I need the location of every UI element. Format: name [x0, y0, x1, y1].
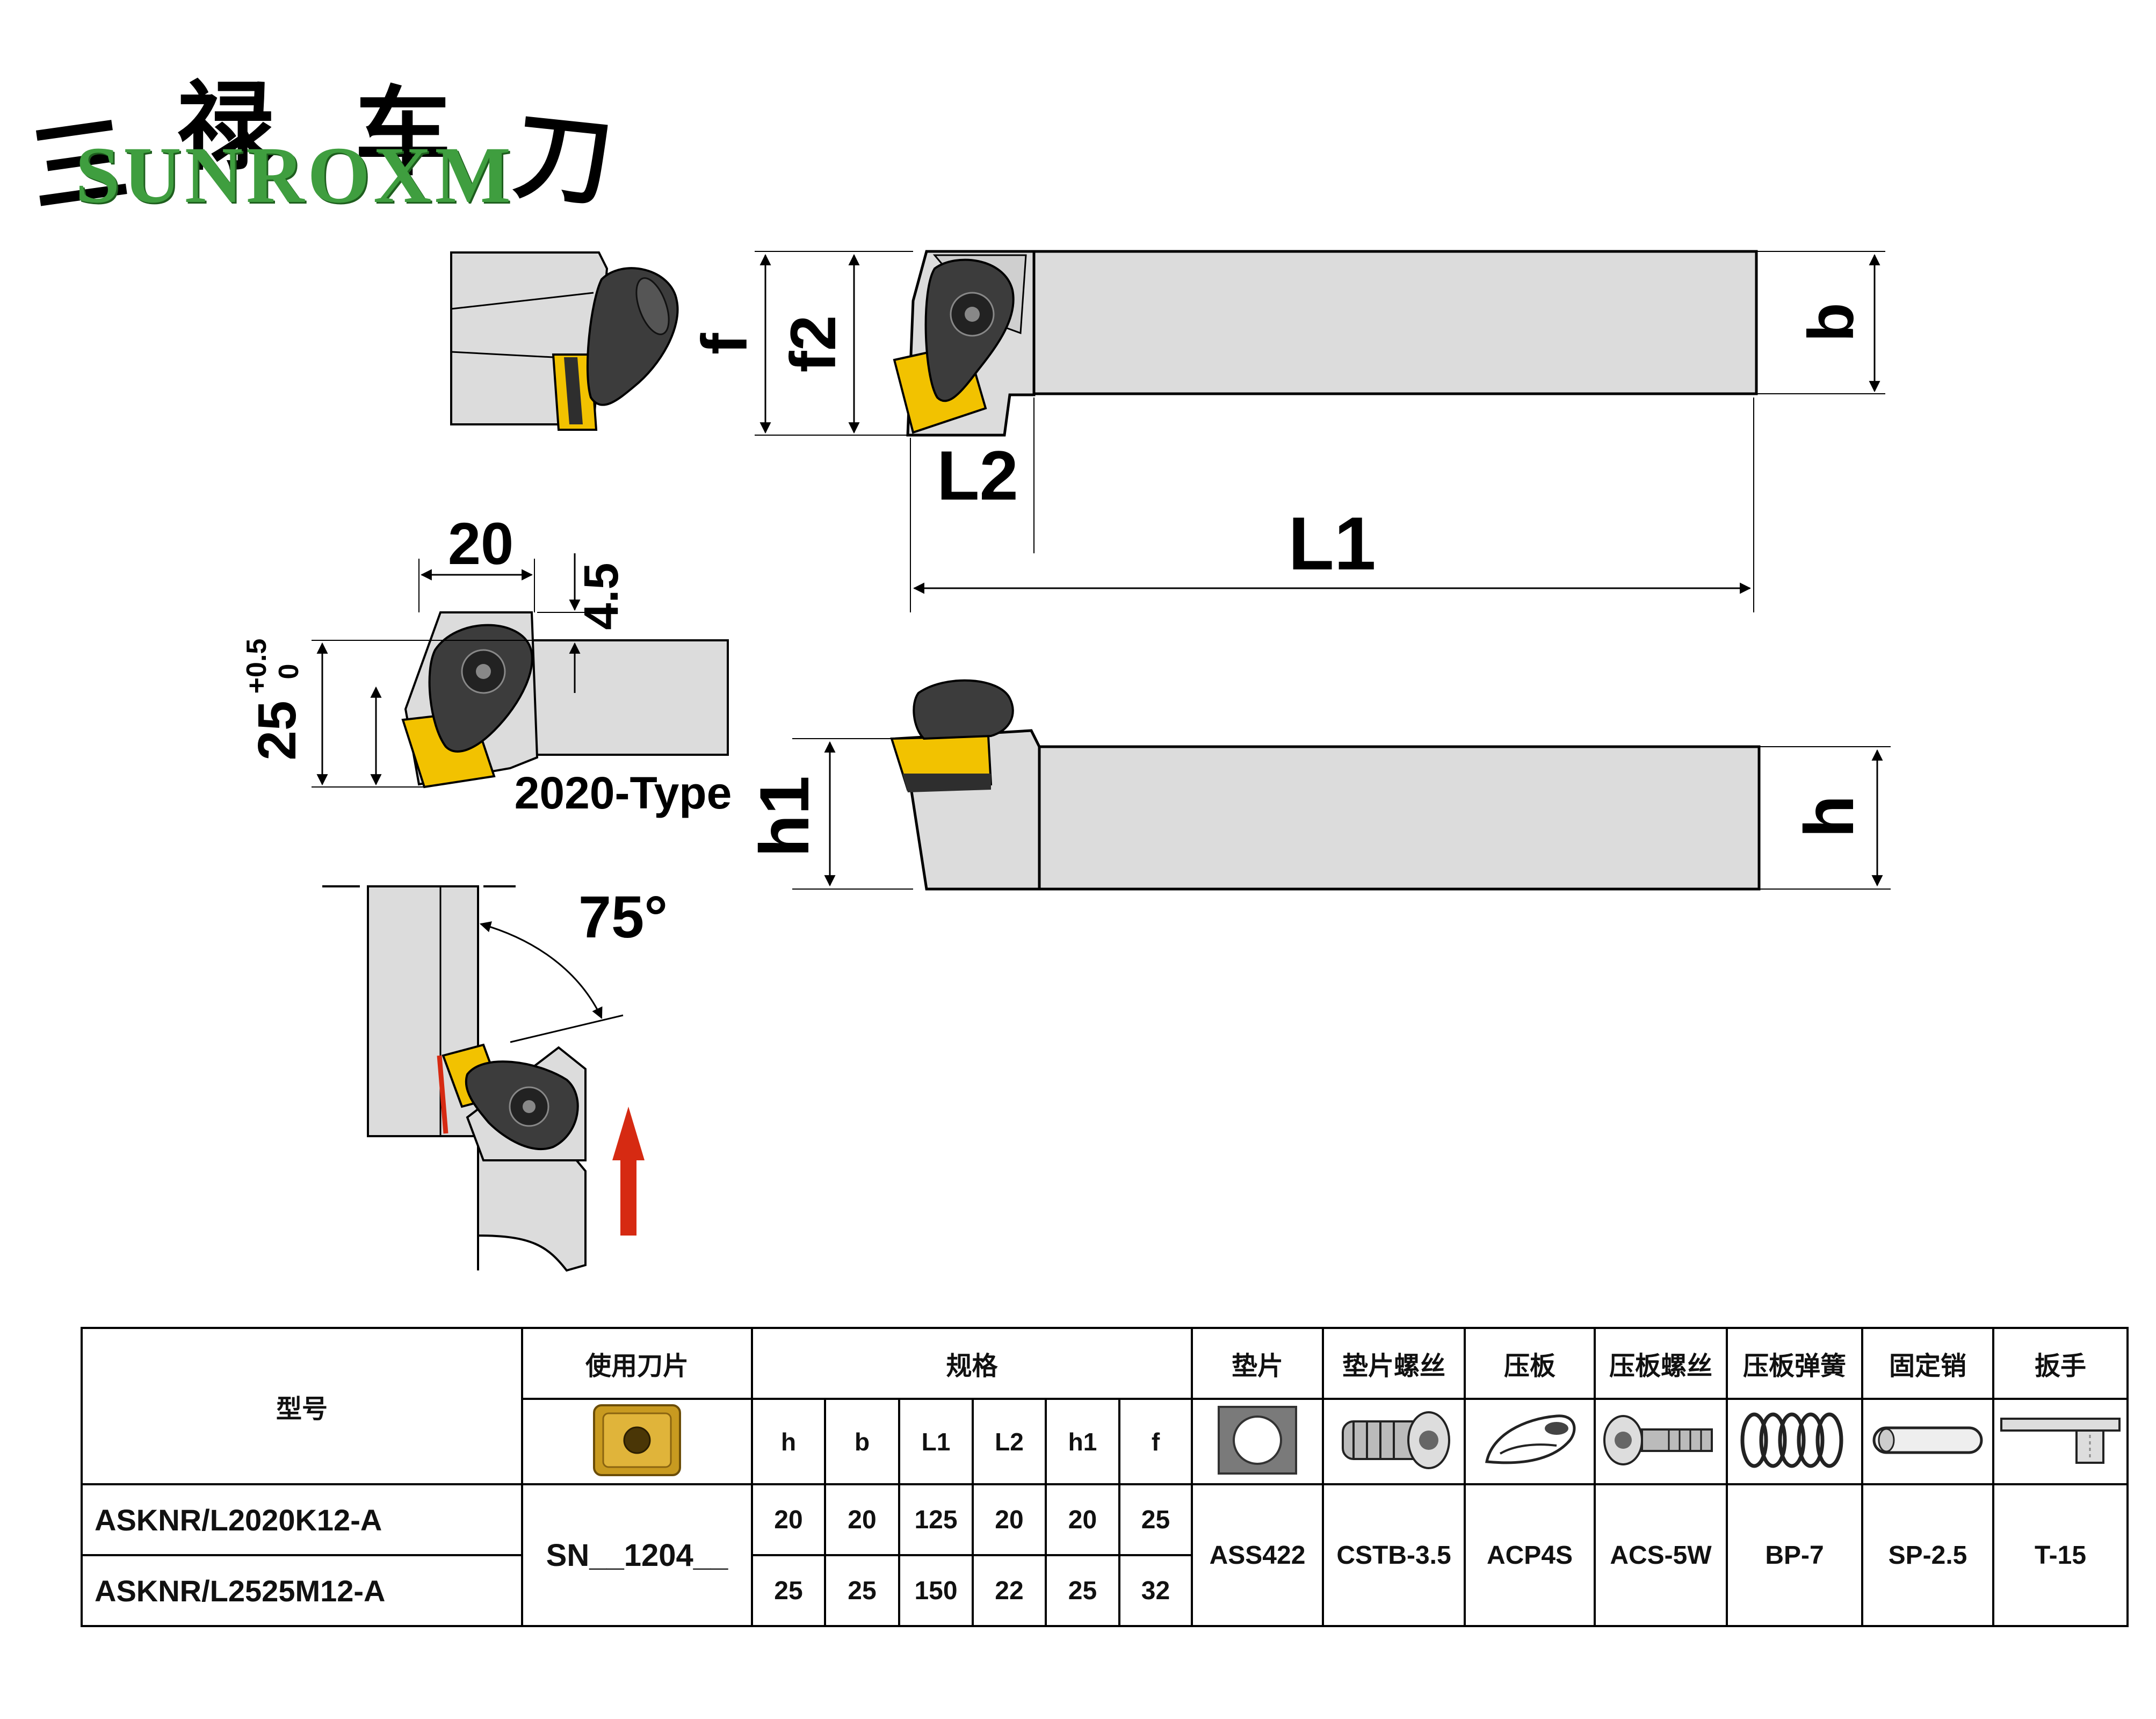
model-cell: ASKNR/L2020K12-A	[81, 1483, 523, 1556]
tool-diagram: f f2 b L2 L1 20 4.5 25	[241, 250, 1891, 1272]
dim-label-h: h	[1790, 795, 1868, 837]
dim-label-25: 25	[247, 700, 307, 760]
spec-col-b: b	[824, 1398, 900, 1485]
clamp-spring-image-cell	[1726, 1398, 1863, 1485]
table-row: ASKNR/L2020K12-A SN__1204__ 20 20 125 20…	[81, 1483, 2129, 1627]
spec-col-h1: h1	[1045, 1398, 1120, 1485]
working-view	[322, 885, 645, 1272]
value-b: 25	[824, 1554, 900, 1627]
dim-label-20: 20	[448, 511, 513, 577]
dim-label-h1: h1	[745, 776, 823, 857]
dim-label-b: b	[1795, 302, 1867, 342]
view-2020-type	[312, 553, 729, 789]
spec-col-f: f	[1118, 1398, 1193, 1485]
brand-logo-text: SUNROXM	[75, 131, 514, 220]
dim-tolerance-lower: 0	[273, 664, 305, 680]
shim-screw-icon	[1342, 1411, 1450, 1469]
brand-cn-name: 三 禄 车 刀	[21, 48, 617, 227]
angle-label: 75°	[578, 884, 668, 950]
dims-top-view	[755, 251, 1885, 612]
dim-label-L1: L1	[1288, 501, 1376, 586]
header-clamp-screw: 压板螺丝	[1594, 1327, 1728, 1400]
brand-char-3: 车	[354, 76, 452, 189]
wrench-icon	[2000, 1418, 2121, 1464]
value-f: 25	[1118, 1483, 1193, 1556]
top-main-view	[893, 250, 1758, 437]
header-shim-screw: 垫片螺丝	[1322, 1327, 1466, 1400]
value-L2: 22	[972, 1554, 1047, 1627]
value-h: 25	[751, 1554, 826, 1627]
pin-image-cell	[1861, 1398, 1994, 1485]
header-pin: 固定销	[1861, 1327, 1994, 1400]
dim-label-4-5: 4.5	[575, 562, 628, 630]
spec-col-L2: L2	[972, 1398, 1047, 1485]
brand-char-2: 禄	[177, 70, 274, 184]
clamp-screw-icon	[1603, 1415, 1713, 1465]
header-spec: 规格	[751, 1327, 1193, 1400]
value-h1: 25	[1045, 1554, 1120, 1627]
dim-label-f2: f2	[777, 315, 849, 373]
header-model: 型号	[81, 1327, 523, 1485]
header-wrench: 扳手	[1992, 1327, 2129, 1400]
dim-label-L2: L2	[937, 436, 1018, 515]
spec-col-h: h	[751, 1398, 826, 1485]
spec-col-L1: L1	[898, 1398, 974, 1485]
header-insert: 使用刀片	[521, 1327, 753, 1400]
insert-image-cell	[521, 1398, 753, 1485]
shim-code-cell: ASS422	[1191, 1483, 1324, 1627]
clamp-icon	[1485, 1414, 1576, 1464]
dim-label-f: f	[689, 333, 761, 355]
wrench-image-cell	[1992, 1398, 2129, 1485]
value-h1: 20	[1045, 1483, 1120, 1556]
insert-code-cell: SN__1204__	[521, 1483, 753, 1627]
clamp-image-cell	[1464, 1398, 1596, 1485]
wrench-code-cell: T-15	[1992, 1483, 2129, 1627]
clamp-spring-code-cell: BP-7	[1726, 1483, 1863, 1627]
clamp-screw-image-cell	[1594, 1398, 1728, 1485]
shim-screw-image-cell	[1322, 1398, 1466, 1485]
dim-tolerance-upper: +0.5	[241, 639, 272, 694]
value-f: 32	[1118, 1554, 1193, 1627]
shim-screw-code-cell: CSTB-3.5	[1322, 1483, 1466, 1627]
head-view-top	[450, 251, 679, 431]
value-b: 20	[824, 1483, 900, 1556]
pin-icon	[1872, 1426, 1983, 1454]
header-clamp-spring: 压板弹簧	[1726, 1327, 1863, 1400]
clamp-screw-code-cell: ACS-5W	[1594, 1483, 1728, 1627]
side-view	[792, 679, 1891, 891]
clamp-code-cell: ACP4S	[1464, 1483, 1596, 1627]
spec-table: 型号 使用刀片 规格 垫片 垫片螺丝 压板 压板螺丝 压板弹簧 固定销 扳手 h…	[81, 1327, 2129, 1627]
clamp-spring-icon	[1740, 1412, 1843, 1468]
type-label: 2020-Type	[515, 768, 732, 818]
header-clamp: 压板	[1464, 1327, 1596, 1400]
insert-icon	[593, 1404, 681, 1476]
model-cell: ASKNR/L2525M12-A	[81, 1554, 523, 1627]
pin-code-cell: SP-2.5	[1861, 1483, 1994, 1627]
shim-icon	[1218, 1406, 1297, 1475]
value-L2: 20	[972, 1483, 1047, 1556]
value-L1: 125	[898, 1483, 974, 1556]
value-L1: 150	[898, 1554, 974, 1627]
header-shim: 垫片	[1191, 1327, 1324, 1400]
value-h: 20	[751, 1483, 826, 1556]
table-row: ASKNR/L2525M12-A 25 25 150 22 25 32	[81, 1554, 2128, 1627]
shim-image-cell	[1191, 1398, 1324, 1485]
